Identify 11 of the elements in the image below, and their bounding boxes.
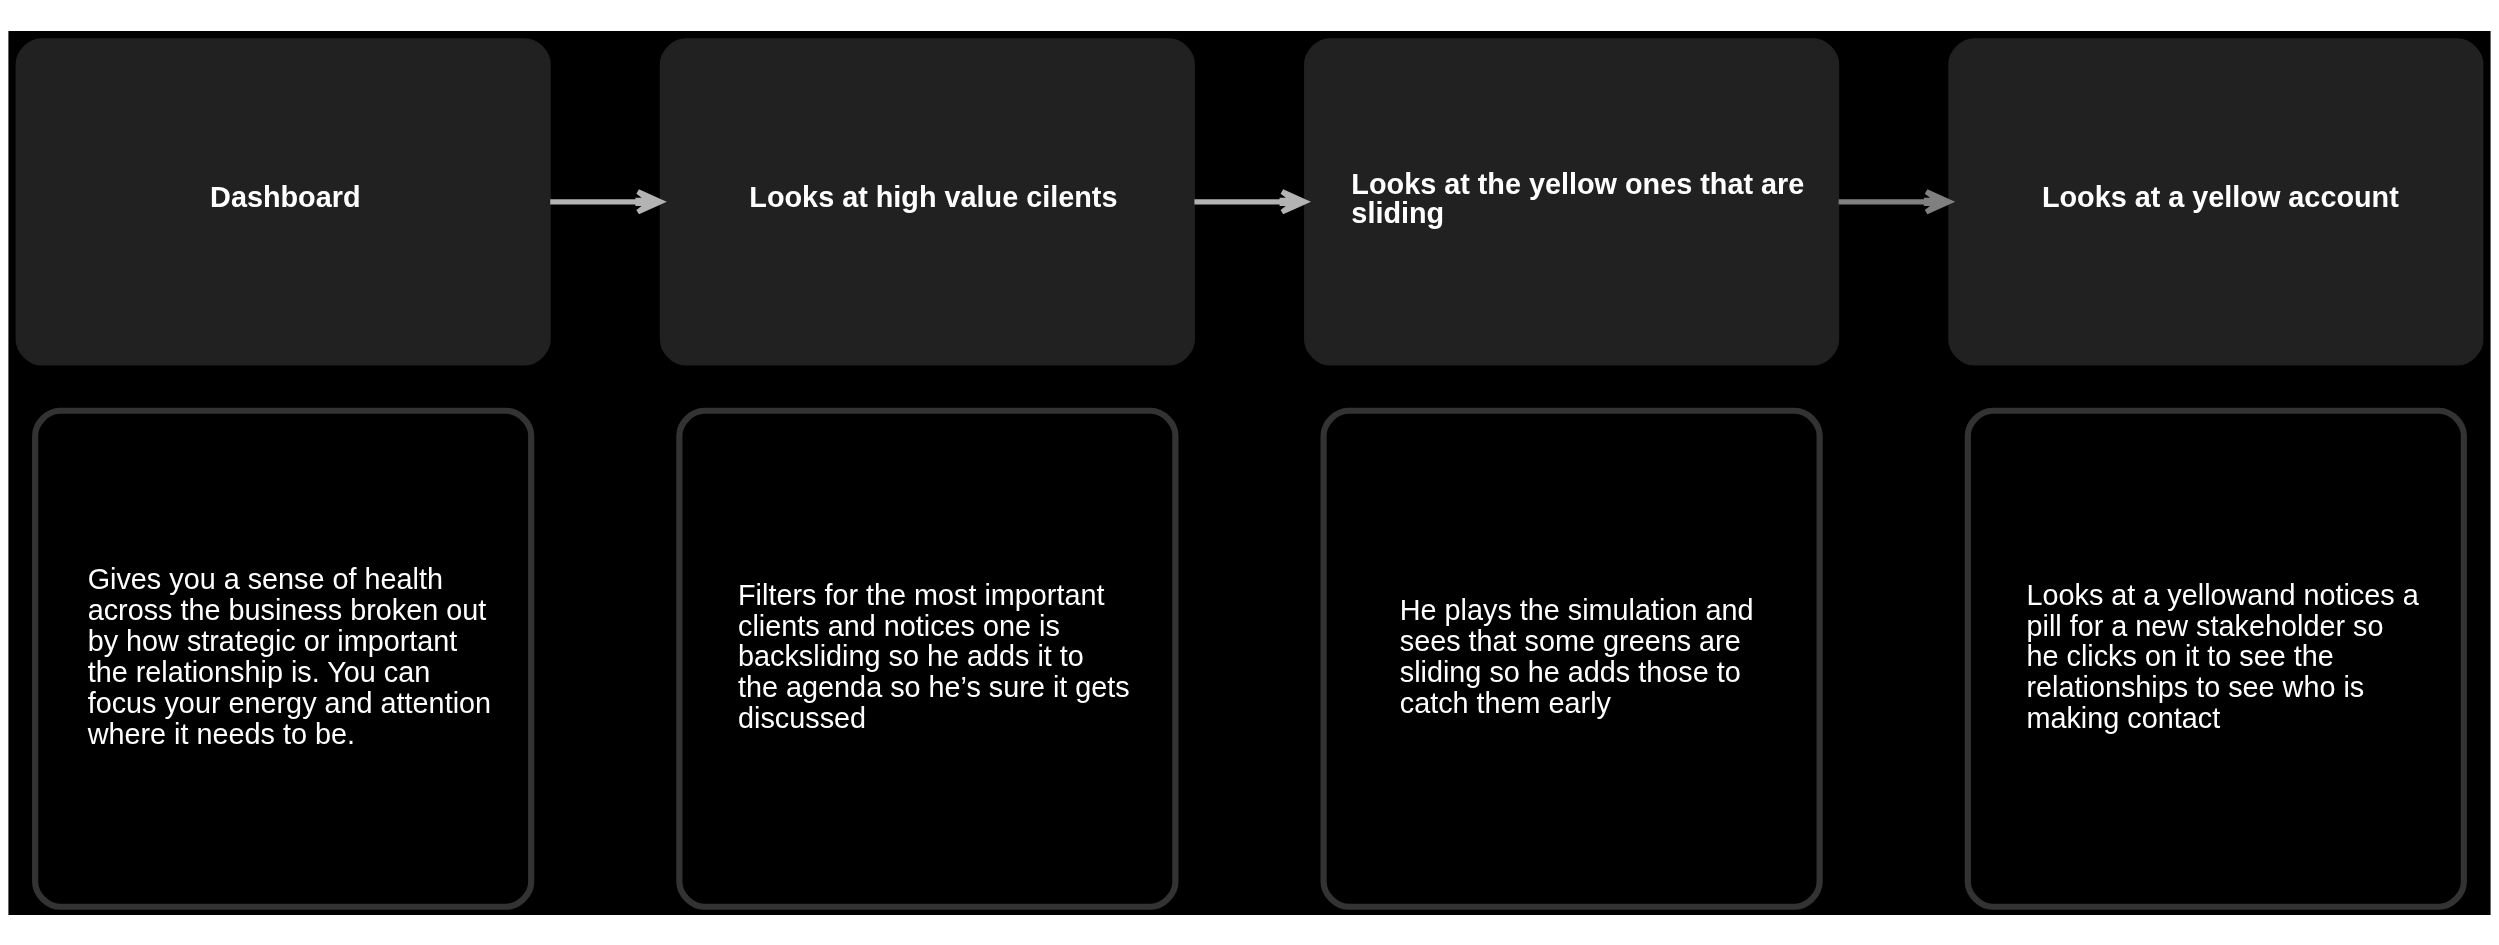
node-box: Looks at a yellow account (1948, 37, 2484, 365)
arrow (1194, 188, 1308, 215)
node-box: Dashboard (15, 37, 551, 365)
node-box: Gives you a sense of health across the business broken out by how strategic or important the relationship is. You can focus your energy and attention where it needs to be. (32, 407, 535, 910)
arrow (1838, 188, 1952, 215)
node-box: Looks at high value cilents (659, 37, 1195, 365)
node-box: Filters for the most important clients and notices one is backsliding so he adds it to the agenda so he’s sure it gets discussed (676, 407, 1179, 910)
node-box: Looks at the yellow ones that are sliding (1304, 37, 1840, 365)
node-box: Looks at a yellowand notices a pill for a new stakeholder so he clicks on it to see the relationships to see who is making contact (1964, 407, 2467, 910)
node-box: He plays the simulation and sees that some greens are sliding so he adds those to catch them early (1320, 407, 1823, 910)
arrow (550, 188, 664, 215)
